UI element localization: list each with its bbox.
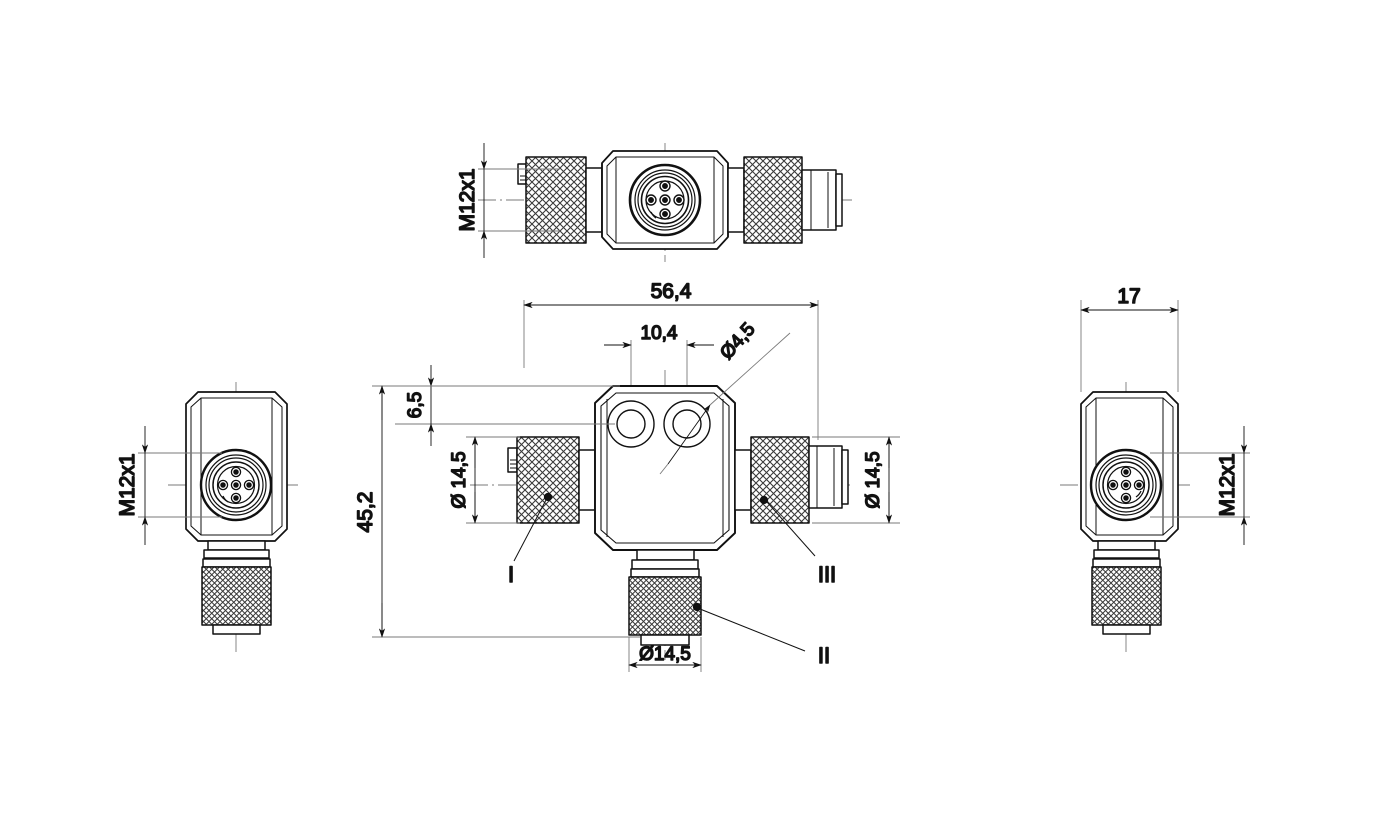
- hole-diameter-label: Ø4,5: [716, 319, 759, 364]
- dimension-bottom-port-diameter: Ø14,5: [628, 637, 702, 672]
- main-center-body: [594, 385, 736, 578]
- right-thread-label: M12x1: [1216, 453, 1239, 516]
- overall-width-label: 56,4: [651, 280, 692, 303]
- callout-label-II: II: [818, 643, 830, 668]
- top-socket-face: [628, 163, 702, 237]
- body-width-label: 17: [1117, 285, 1140, 308]
- dimension-overall-width: 56,4: [523, 279, 819, 440]
- top-thread-label: M12x1: [456, 168, 479, 231]
- top-left-plug: [517, 156, 603, 244]
- top-view-thread-dimension: M12x1: [455, 143, 560, 258]
- overall-height-label: 45,2: [354, 492, 377, 533]
- main-right-port: III: [734, 436, 849, 588]
- dimension-hole-spacing: 10,4: [604, 322, 714, 385]
- right-view-socket-pins: [1107, 466, 1145, 504]
- left-view-socket-face: [199, 448, 273, 522]
- main-left-port: I: [507, 436, 596, 588]
- top-view: M12x1: [455, 143, 852, 262]
- top-offset-label: 6,5: [405, 392, 426, 418]
- callout-label-III: III: [818, 562, 836, 587]
- right-view-bottom-nut: [1091, 540, 1162, 635]
- left-port-diameter-label: Ø 14,5: [449, 451, 470, 508]
- left-view-bottom-nut: [201, 540, 272, 635]
- top-socket-pins: [645, 180, 685, 220]
- left-thread-label: M12x1: [116, 453, 139, 516]
- hole-spacing-label: 10,4: [641, 323, 678, 344]
- left-view-socket-pins: [217, 466, 255, 504]
- main-bottom-port: II: [628, 576, 831, 669]
- left-side-view: M12x1: [115, 382, 300, 655]
- leader-dot-II: [692, 602, 702, 612]
- dimension-left-port-diameter: Ø 14,5: [448, 436, 520, 524]
- leader-dot-I: [543, 492, 553, 502]
- right-view-socket-face: [1089, 448, 1163, 522]
- bottom-port-diameter-label: Ø14,5: [639, 644, 691, 665]
- right-view-thread-dimension: M12x1: [1150, 426, 1250, 545]
- right-port-diameter-label: Ø 14,5: [863, 451, 884, 508]
- left-view-thread-dimension: M12x1: [115, 426, 222, 545]
- mounting-holes: [607, 400, 711, 448]
- main-front-view: I II: [353, 279, 900, 672]
- leader-dot-III: [759, 495, 769, 505]
- right-side-view: 17 M12x1: [1060, 284, 1250, 655]
- dimension-body-width: 17: [1080, 284, 1179, 392]
- dimension-right-port-diameter: Ø 14,5: [812, 436, 900, 524]
- dimension-top-offset: 6,5: [395, 365, 620, 446]
- dimension-overall-height: 45,2: [353, 385, 640, 638]
- callout-label-I: I: [508, 562, 514, 587]
- top-right-plug: [727, 156, 843, 244]
